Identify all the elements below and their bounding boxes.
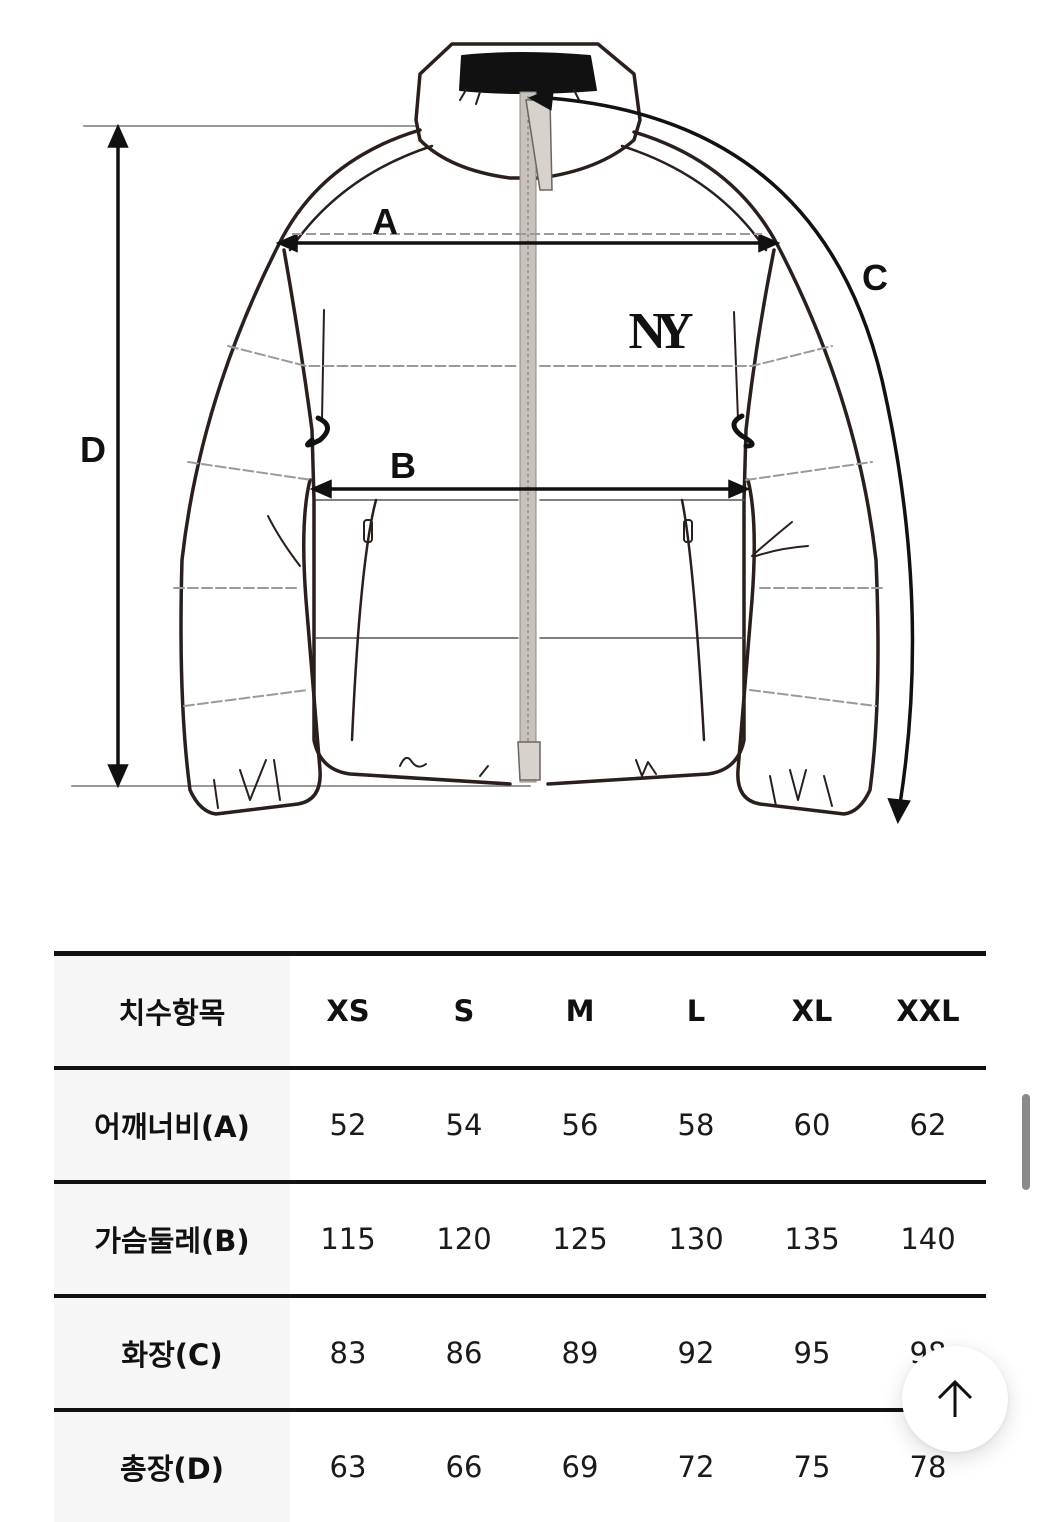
table-row-sleeve: 화장(C) 83 86 89 92 95 98 [54,1294,986,1410]
table-cell: 75 [754,1408,870,1522]
ny-logo-icon: NY [628,303,693,360]
table-cell: 63 [290,1408,406,1522]
table-cell: 92 [638,1294,754,1410]
size-chart-table: 치수항목 XS S M L XL XXL 어깨너비(A) 52 54 56 58… [54,951,986,1522]
dimension-label-a: A [372,201,398,242]
size-header-m: M [522,951,638,1068]
table-cell: 52 [290,1066,406,1182]
table-cell: 115 [290,1180,406,1296]
table-cell: 62 [870,1066,986,1182]
table-cell: 66 [406,1408,522,1522]
jacket-measurement-diagram: NY A B C D [71,42,915,825]
table-cell: 140 [870,1180,986,1296]
dimension-label-c: C [862,257,888,298]
row-label: 어깨너비(A) [54,1066,290,1182]
row-label: 총장(D) [54,1408,290,1522]
table-header-row: 치수항목 XS S M L XL XXL [54,951,986,1068]
table-cell: 72 [638,1408,754,1522]
table-cell: 95 [754,1294,870,1410]
dimension-label-b: B [390,445,416,486]
page-scrollbar[interactable] [1022,1094,1030,1190]
size-header-xs: XS [290,951,406,1068]
table-cell: 86 [406,1294,522,1410]
table-cell: 58 [638,1066,754,1182]
table-cell: 54 [406,1066,522,1182]
table-cell: 69 [522,1408,638,1522]
table-cell: 56 [522,1066,638,1182]
table-row-chest: 가슴둘레(B) 115 120 125 130 135 140 [54,1180,986,1296]
table-cell: 125 [522,1180,638,1296]
arrow-up-icon [937,1379,973,1417]
table-cell: 135 [754,1180,870,1296]
table-cell: 120 [406,1180,522,1296]
table-cell: 89 [522,1294,638,1410]
header-label-cell: 치수항목 [54,951,290,1068]
dimension-label-d: D [80,429,106,470]
scroll-to-top-button[interactable] [902,1346,1008,1452]
row-label: 화장(C) [54,1294,290,1410]
size-header-l: L [638,951,754,1068]
size-header-s: S [406,951,522,1068]
table-cell: 130 [638,1180,754,1296]
table-cell: 60 [754,1066,870,1182]
table-cell: 83 [290,1294,406,1410]
row-label: 가슴둘레(B) [54,1180,290,1296]
table-row-total-length: 총장(D) 63 66 69 72 75 78 [54,1408,986,1522]
size-header-xxl: XXL [870,951,986,1068]
jacket-illustration: NY [71,42,915,825]
size-header-xl: XL [754,951,870,1068]
table-row-shoulder-width: 어깨너비(A) 52 54 56 58 60 62 [54,1066,986,1182]
